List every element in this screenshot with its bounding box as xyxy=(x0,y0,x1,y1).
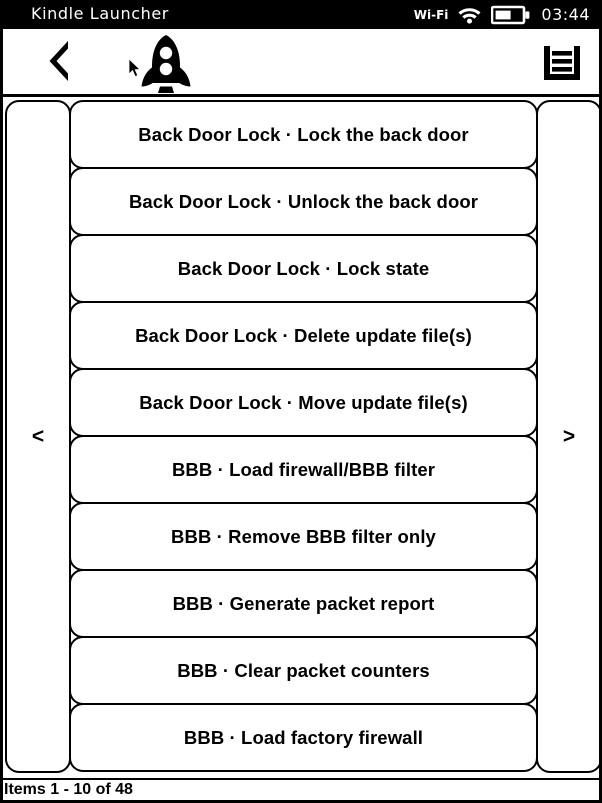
status-bar-clock: 03:44 xyxy=(541,5,590,24)
chevron-left-icon xyxy=(41,38,75,89)
rocket-icon xyxy=(133,33,199,95)
launcher-list-item-label: Back Door Lock · Delete update file(s) xyxy=(135,324,472,346)
launcher-list-item-label: Back Door Lock · Unlock the back door xyxy=(128,190,479,212)
next-page-button[interactable]: > xyxy=(536,100,599,773)
previous-page-arrow: < xyxy=(31,425,45,448)
battery-icon xyxy=(491,5,530,25)
launcher-list-item[interactable]: BBB · Clear packet counters xyxy=(69,636,538,705)
launcher-list-item[interactable]: Back Door Lock · Lock state xyxy=(69,234,538,303)
launcher-list-item-label: Back Door Lock · Lock state xyxy=(177,257,430,279)
launcher-list-item[interactable]: BBB · Load firewall/BBB filter xyxy=(69,435,538,504)
launcher-list-item-label: Back Door Lock · Lock the back door xyxy=(138,123,469,145)
item-range-status: Items 1 - 10 of 48 xyxy=(4,781,133,798)
launcher-list-item[interactable]: Back Door Lock · Delete update file(s) xyxy=(69,301,538,370)
status-bar: Kindle Launcher Wi-Fi 03:44 xyxy=(3,0,599,29)
launcher-list-item[interactable]: Back Door Lock · Unlock the back door xyxy=(69,167,538,236)
back-button[interactable] xyxy=(30,37,86,89)
launcher-list-item-label: BBB · Clear packet counters xyxy=(177,659,430,681)
launcher-list-item-label: Back Door Lock · Move update file(s) xyxy=(139,391,468,413)
hamburger-menu-icon[interactable] xyxy=(539,41,585,85)
launcher-list-item-label: BBB · Load factory firewall xyxy=(183,726,424,748)
launcher-list-item-label: BBB · Generate packet report xyxy=(172,592,435,614)
launcher-list-item[interactable]: Back Door Lock · Lock the back door xyxy=(69,100,538,169)
next-page-arrow: > xyxy=(562,425,576,448)
launcher-list-item-label: BBB · Remove BBB filter only xyxy=(171,525,436,547)
launcher-list-item[interactable]: BBB · Generate packet report xyxy=(69,569,538,638)
footer-bar: Items 1 - 10 of 48 xyxy=(3,778,599,800)
launcher-list-item[interactable]: BBB · Load factory firewall xyxy=(69,703,538,772)
previous-page-button[interactable]: < xyxy=(5,100,71,773)
launcher-list-item[interactable]: BBB · Remove BBB filter only xyxy=(69,502,538,571)
status-bar-title: Kindle Launcher xyxy=(31,4,169,23)
wifi-label: Wi-Fi xyxy=(413,7,449,22)
app-header xyxy=(3,29,599,97)
wifi-icon xyxy=(457,5,482,24)
status-bar-indicators: Wi-Fi 03:44 xyxy=(414,0,590,29)
launcher-list-item[interactable]: Back Door Lock · Move update file(s) xyxy=(69,368,538,437)
launcher-list-item-label: BBB · Load firewall/BBB filter xyxy=(171,458,436,480)
